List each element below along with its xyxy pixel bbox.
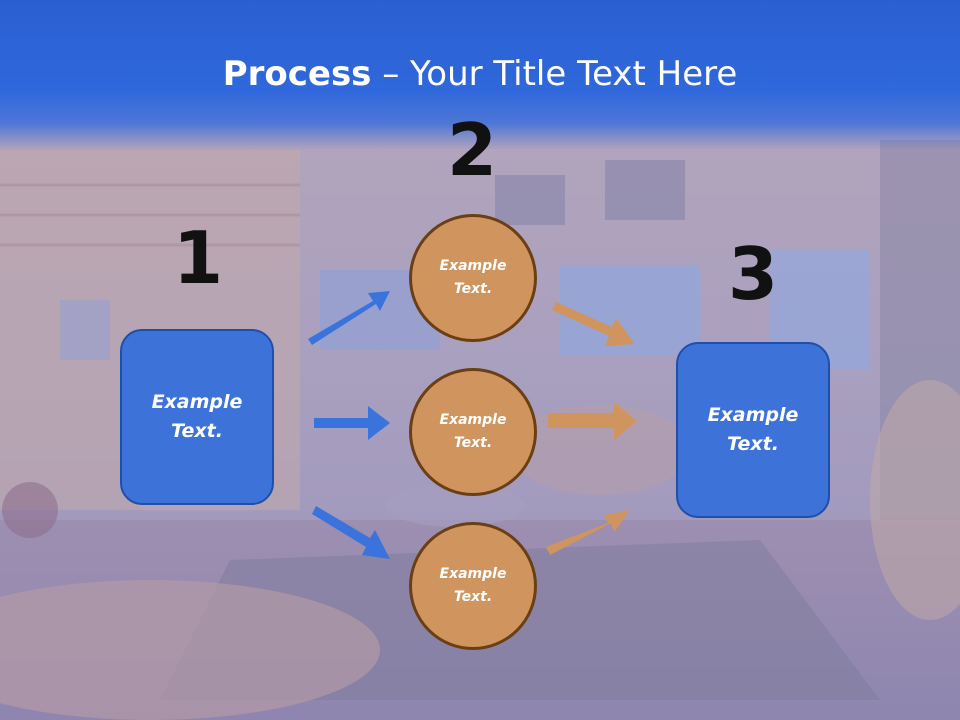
title-bar [0, 0, 960, 150]
title-rest: – Your Title Text Here [371, 54, 738, 94]
circle-top-text: Example Text. [439, 258, 507, 297]
process-circle-middle: Example Text. [409, 368, 537, 496]
left-process-box: Example Text. [120, 329, 274, 505]
circle-bottom-text: Example Text. [439, 566, 507, 605]
title-bold: Process [222, 54, 372, 94]
step-number-2: 2 [446, 108, 498, 192]
slide-title: Process – Your Title Text Here [0, 52, 960, 96]
right-box-text: Example Text. [707, 404, 799, 455]
right-process-box: Example Text. [676, 342, 830, 518]
circle-middle-text: Example Text. [439, 412, 507, 451]
process-circle-top: Example Text. [409, 214, 537, 342]
process-circle-bottom: Example Text. [409, 522, 537, 650]
step-number-1: 1 [172, 216, 224, 300]
step-number-3: 3 [727, 232, 779, 316]
left-box-text: Example Text. [151, 391, 243, 442]
